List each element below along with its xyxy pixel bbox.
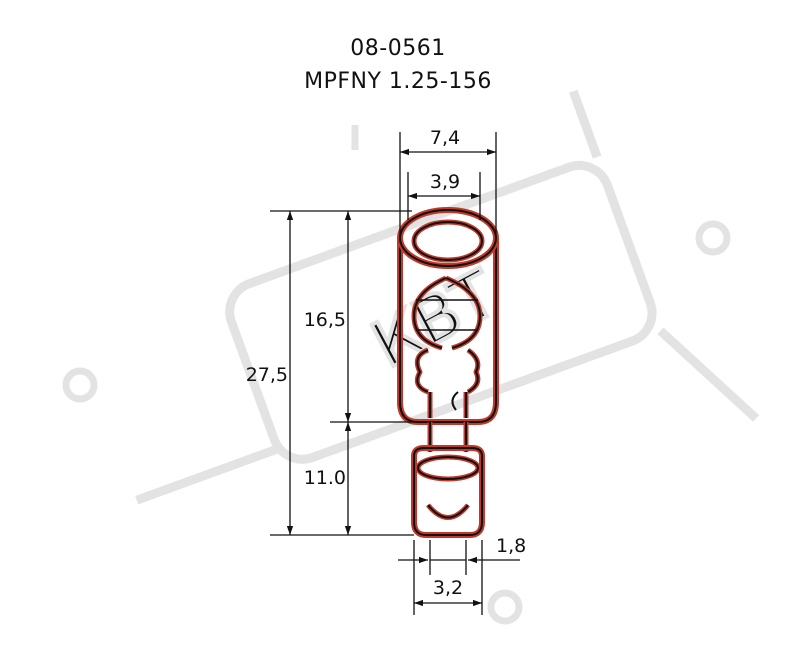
dim-upper-length: 16,5 [304, 309, 346, 331]
dim-lower-width: 3,2 [433, 577, 463, 599]
dim-lower-length: 11.0 [304, 467, 346, 489]
dim-inner-diameter: 3,9 [430, 171, 460, 193]
dim-tip-width: 1,8 [496, 535, 526, 557]
dimension-lines [270, 132, 520, 615]
watermark-text: КВТ [361, 257, 510, 383]
model-designation: MPFNY 1.25-156 [304, 69, 492, 94]
watermark: КВТ [62, 89, 760, 625]
dim-total-length: 27,5 [246, 364, 288, 386]
dim-overall-width: 7,4 [430, 127, 460, 149]
terminal-body [397, 207, 499, 538]
part-number: 08-0561 [350, 36, 445, 61]
